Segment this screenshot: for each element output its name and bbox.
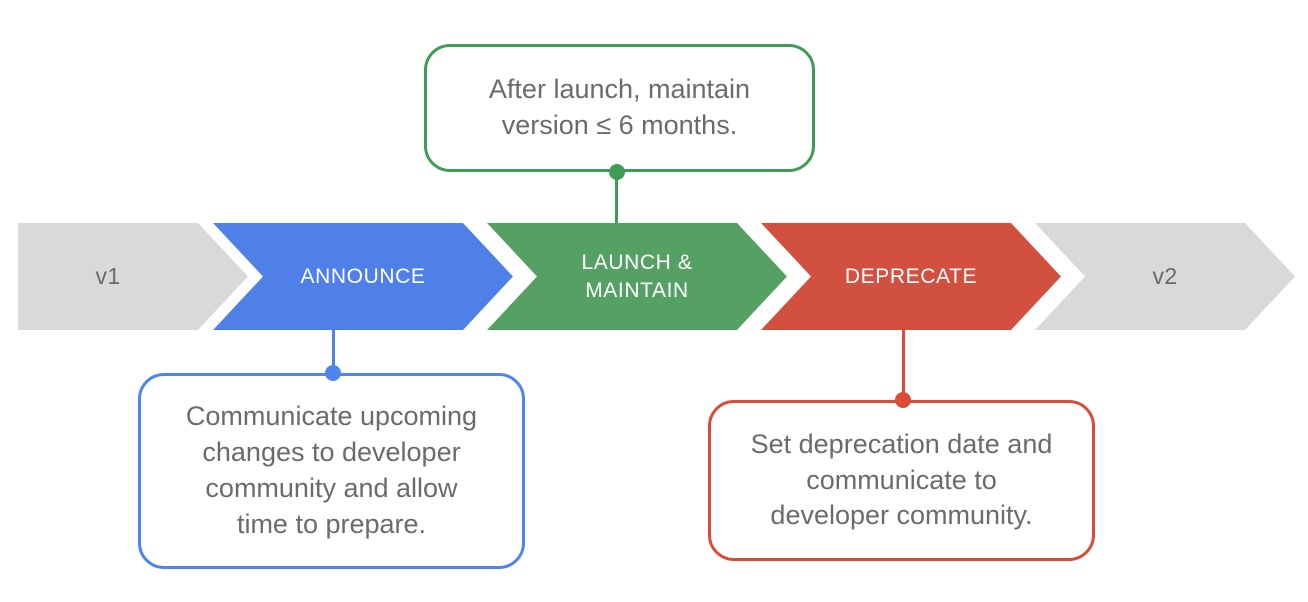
stage-label-v1: v1 (95, 263, 121, 290)
connector-line-deprecate (902, 330, 905, 400)
stage-chevron-v1: v1 (18, 223, 248, 330)
connector-dot-deprecate (895, 392, 911, 408)
stage-chevron-announce: ANNOUNCE (213, 223, 513, 330)
callout-announce: Communicate upcoming changes to develope… (138, 373, 525, 569)
stage-label-announce: ANNOUNCE (300, 264, 426, 288)
connector-line-announce (332, 330, 335, 373)
stage-label-deprecate: DEPRECATE (844, 264, 978, 288)
callout-deprecate: Set deprecation date and communicate to … (708, 400, 1095, 561)
connector-dot-maintain (609, 164, 625, 180)
stage-label-launch-maintain: LAUNCH & MAINTAIN (581, 250, 693, 302)
callout-announce-text: Communicate upcoming changes to develope… (185, 401, 478, 539)
connector-dot-announce (325, 365, 341, 381)
stage-chevron-launch-maintain: LAUNCH & MAINTAIN (487, 223, 787, 330)
callout-deprecate-text: Set deprecation date and communicate to … (750, 428, 1053, 531)
callout-maintain: After launch, maintain version ≤ 6 month… (424, 44, 815, 172)
stage-chevron-deprecate: DEPRECATE (761, 223, 1061, 330)
connector-line-maintain (615, 172, 618, 223)
stage-label-v2: v2 (1152, 263, 1178, 290)
callout-maintain-text: After launch, maintain version ≤ 6 month… (488, 74, 751, 140)
stage-chevron-v2: v2 (1035, 223, 1295, 330)
